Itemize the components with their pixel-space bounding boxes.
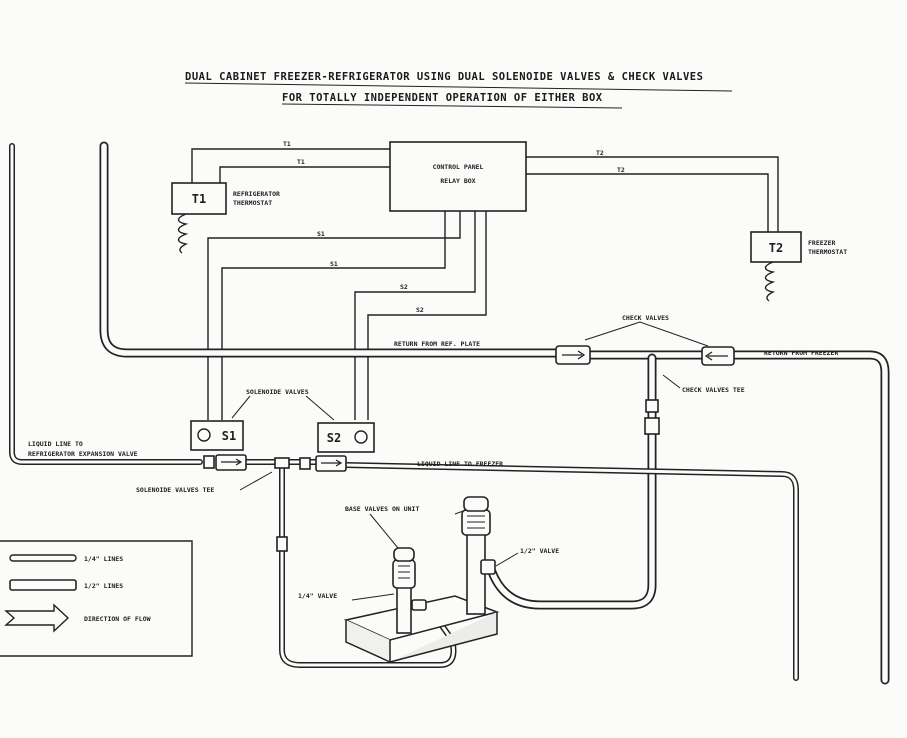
wire-label-s2b: S2: [416, 306, 424, 314]
liquid-ref-label-1: LIQUID LINE TO: [28, 440, 83, 448]
solenoid-valves-leader: [231, 395, 335, 421]
check-valves-leader: [584, 321, 709, 347]
freezer-thermostat: T2 FREEZER THERMOSTAT: [750, 231, 847, 302]
wire-label-t2a: T2: [596, 149, 604, 157]
wire-label-s1b: S1: [330, 260, 338, 268]
control-panel-relay-box: CONTROL PANEL RELAY BOX: [389, 141, 527, 212]
liquid-lines: [9, 143, 799, 681]
solenoid-valve-s1: S1: [190, 420, 247, 471]
title-line-2: FOR TOTALLY INDEPENDENT OPERATION OF EIT…: [282, 92, 603, 104]
return-ref-label: RETURN FROM REF. PLATE: [394, 340, 480, 348]
t2-tag: T2: [769, 241, 783, 255]
wire-label-s1a: S1: [317, 230, 325, 238]
title-underline-2: [281, 103, 623, 109]
liquid-ref-label-2: REFRIGERATOR EXPANSION VALVE: [28, 450, 138, 458]
liquid-freezer-label: LIQUID LINE TO FREEZER: [417, 460, 503, 468]
solenoid-valves-label: SOLENOIDE VALVES: [246, 388, 309, 396]
base-valves-leader: [369, 509, 467, 549]
flow-arrow-icon: [321, 459, 343, 467]
check-valve-freezer: [701, 346, 735, 366]
check-tee-leader: [662, 374, 681, 389]
check-valve-refrigerator: [555, 345, 591, 365]
return-freezer-label: RETURN FROM FREEZER: [764, 349, 838, 357]
legend-thin-pipe: [9, 554, 77, 562]
control-panel-label: CONTROL PANEL: [433, 163, 484, 171]
title-underline-1: [184, 82, 733, 92]
flow-arrow-icon: [562, 350, 586, 360]
liquid-line-fitting: [276, 536, 288, 552]
relay-box-label: RELAY BOX: [440, 177, 475, 185]
quarter-valve-label: 1/4" VALVE: [298, 592, 337, 600]
refrigerator-thermostat: T1 REFRIGERATOR THERMOSTAT: [171, 182, 280, 254]
wire-label-t2b: T2: [617, 166, 625, 174]
t2-sensor-coil-icon: [764, 261, 776, 302]
flow-arrow-icon: [221, 458, 243, 466]
wire-label-t1b: T1: [297, 158, 305, 166]
suction-return-lines: [99, 141, 890, 685]
s1-tag: S1: [222, 429, 236, 443]
base-valves-label: BASE VALVES ON UNIT: [345, 505, 419, 513]
wire-label-s2a: S2: [400, 283, 408, 291]
s2-tag: S2: [327, 431, 341, 445]
legend-thick-pipe: [9, 579, 77, 591]
solenoid-tee-leader: [239, 471, 273, 491]
solenoid-valves-tee-fitting: [274, 457, 290, 469]
legend-item-3: DIRECTION OF FLOW: [84, 615, 151, 623]
half-valve-label: 1/2" VALVE: [520, 547, 559, 555]
t1-label-1: REFRIGERATOR: [233, 190, 280, 198]
control-wiring: [191, 148, 779, 420]
check-valves-tee-label: CHECK VALVES TEE: [682, 386, 745, 394]
legend-item-1: 1/4" LINES: [84, 555, 123, 563]
wire-label-t1a: T1: [283, 140, 291, 148]
legend-item-2: 1/2" LINES: [84, 582, 123, 590]
flow-arrow-icon: [4, 603, 70, 633]
t2-label-1: FREEZER: [808, 239, 835, 247]
check-valves-label: CHECK VALVES: [622, 314, 669, 322]
title-line-1: DUAL CABINET FREEZER-REFRIGERATOR USING …: [185, 71, 703, 83]
check-valves-tee-fitting: [645, 399, 659, 413]
t2-label-2: THERMOSTAT: [808, 248, 847, 256]
tee-stem-fitting: [644, 417, 660, 435]
t1-tag: T1: [192, 192, 206, 206]
solenoid-tee-label: SOLENOIDE VALVES TEE: [136, 486, 214, 494]
base-valve-unit: [343, 496, 500, 664]
solenoid-valve-s2: S2: [299, 422, 375, 472]
legend: 1/4" LINES 1/2" LINES DIRECTION OF FLOW: [0, 540, 193, 657]
quarter-valve-leader: [351, 593, 395, 601]
t1-sensor-coil-icon: [177, 213, 189, 254]
half-valve-leader: [495, 552, 519, 567]
t1-label-2: THERMOSTAT: [233, 199, 272, 207]
flow-arrow-icon: [704, 351, 728, 361]
